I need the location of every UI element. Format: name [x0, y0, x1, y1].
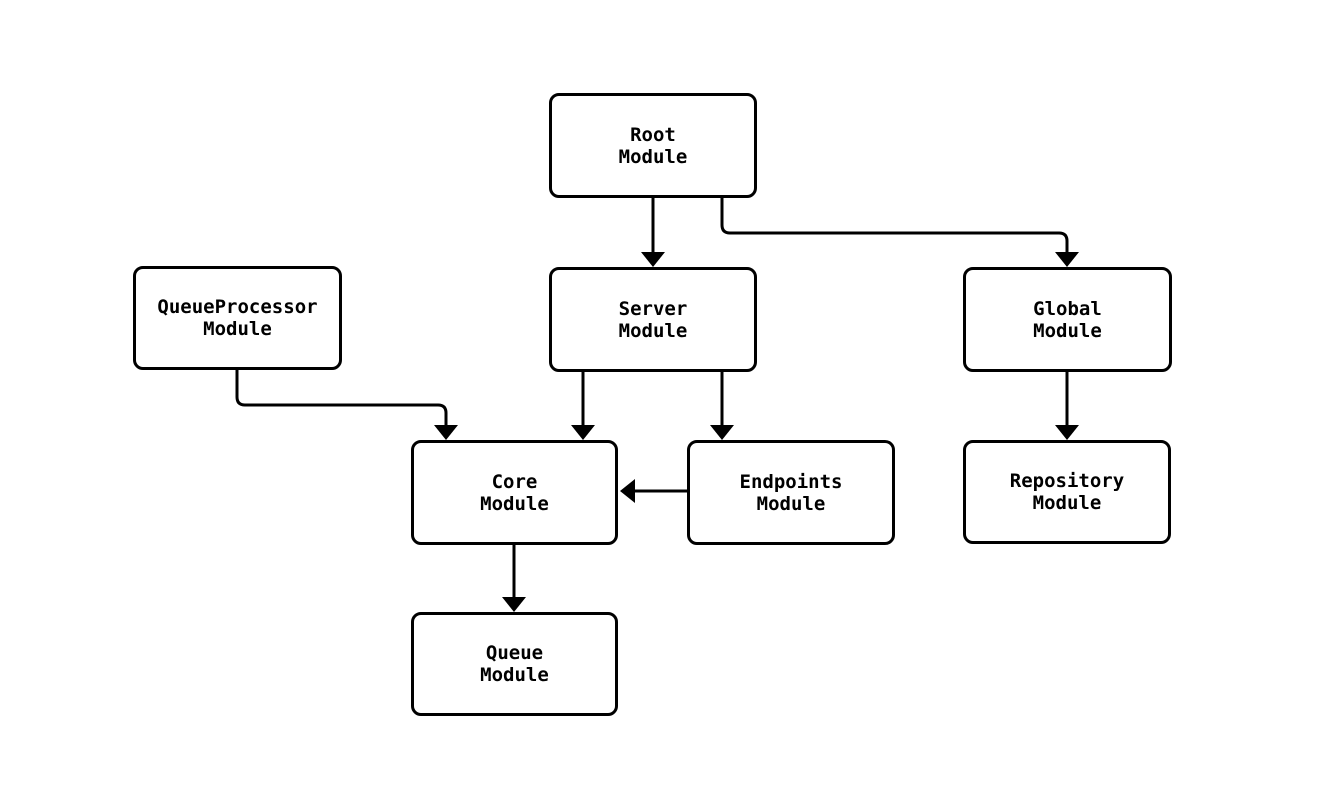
- node-endpoints-module: Endpoints Module: [687, 440, 895, 545]
- node-label-line: QueueProcessor: [157, 296, 318, 318]
- edge-queueprocessor-to-core: [235, 370, 458, 440]
- node-label-line: Server: [618, 297, 688, 320]
- node-label-line: Module: [618, 145, 688, 168]
- node-label-line: Queue: [485, 642, 544, 664]
- node-root-module: Root Module: [549, 93, 757, 198]
- node-queue-module: Queue Module: [411, 612, 618, 716]
- node-global-module: Global Module: [963, 267, 1172, 372]
- node-repository-module: Repository Module: [963, 440, 1171, 544]
- node-label-line: Module: [480, 664, 549, 686]
- node-core-module: Core Module: [411, 440, 618, 545]
- node-label-line: Endpoints: [739, 470, 843, 493]
- node-server-module: Server Module: [549, 267, 757, 372]
- node-label-line: Module: [1032, 492, 1102, 514]
- node-label-line: Module: [1033, 319, 1102, 342]
- node-label-line: Repository: [1009, 470, 1125, 492]
- node-label-line: Module: [756, 492, 826, 515]
- node-label-line: Global: [1033, 297, 1102, 320]
- node-label-line: Module: [618, 319, 688, 342]
- node-label-line: Root: [630, 123, 676, 146]
- node-label-line: Module: [203, 318, 272, 340]
- node-label-line: Core: [491, 470, 538, 493]
- edge-root-to-global: [720, 198, 1079, 267]
- node-label-line: Module: [480, 492, 549, 515]
- node-queueprocessor-module: QueueProcessor Module: [133, 266, 342, 370]
